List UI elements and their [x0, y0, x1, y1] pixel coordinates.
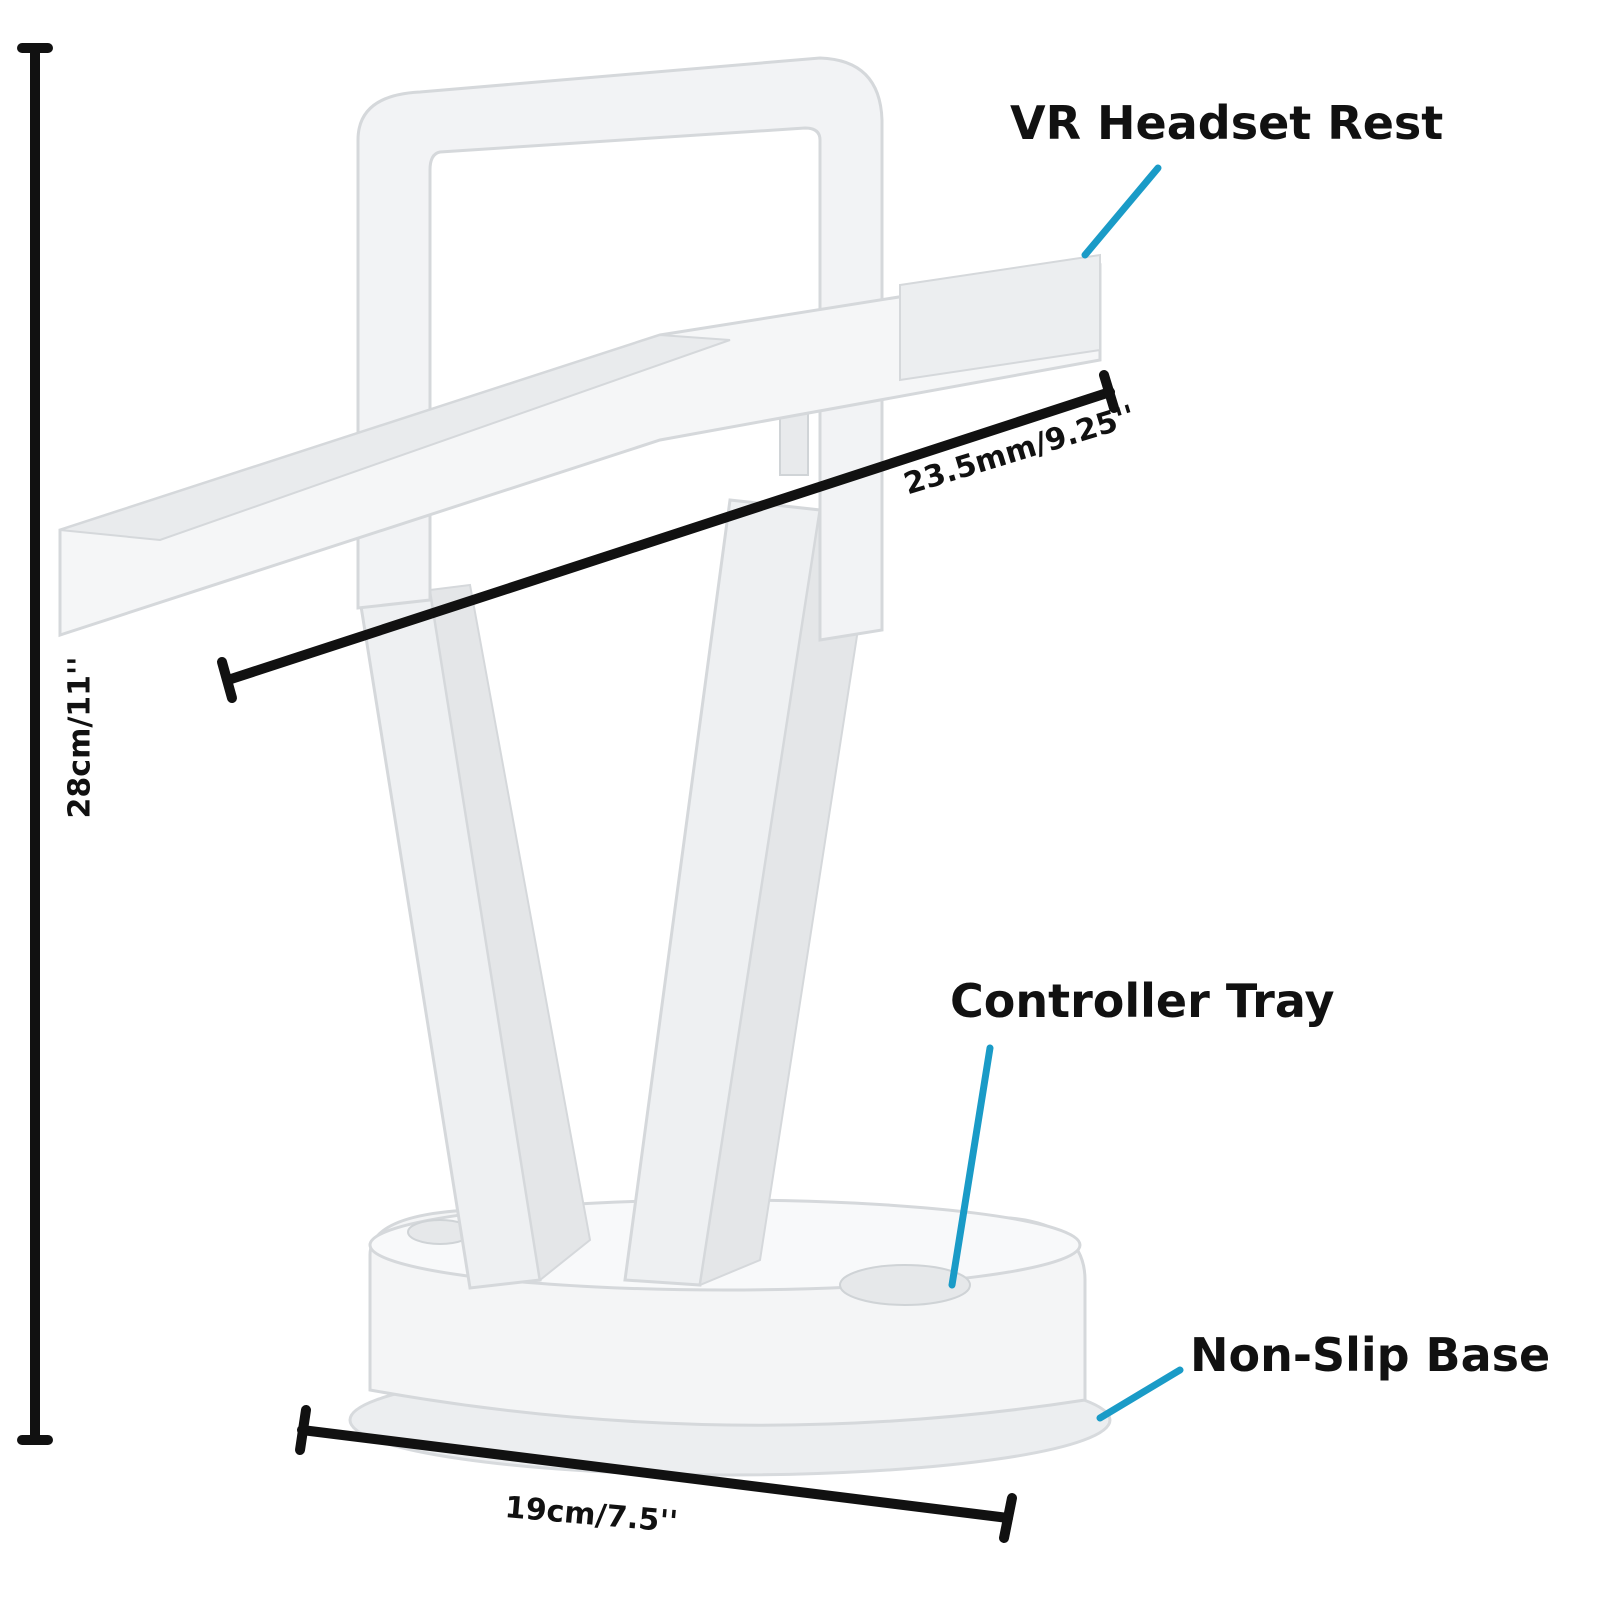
controller-tray-leader	[948, 1044, 994, 1289]
callout-leaders	[948, 164, 1184, 1422]
rest-width-dimension-line	[217, 370, 1119, 703]
base-width-dimension-line	[295, 1405, 1017, 1543]
controller-tray-label: Controller Tray	[950, 974, 1335, 1028]
stand-legs	[358, 498, 877, 1290]
non-slip-base-leader	[1096, 1366, 1184, 1422]
headset-rest-leader	[1081, 164, 1162, 259]
headset-rest-label: VR Headset Rest	[1010, 96, 1444, 150]
height-dimension-line	[17, 43, 53, 1445]
height-dimension-label: 28cm/11''	[62, 656, 98, 819]
headset-rest-bar	[58, 253, 1102, 638]
non-slip-base-label: Non-Slip Base	[1190, 1328, 1551, 1382]
